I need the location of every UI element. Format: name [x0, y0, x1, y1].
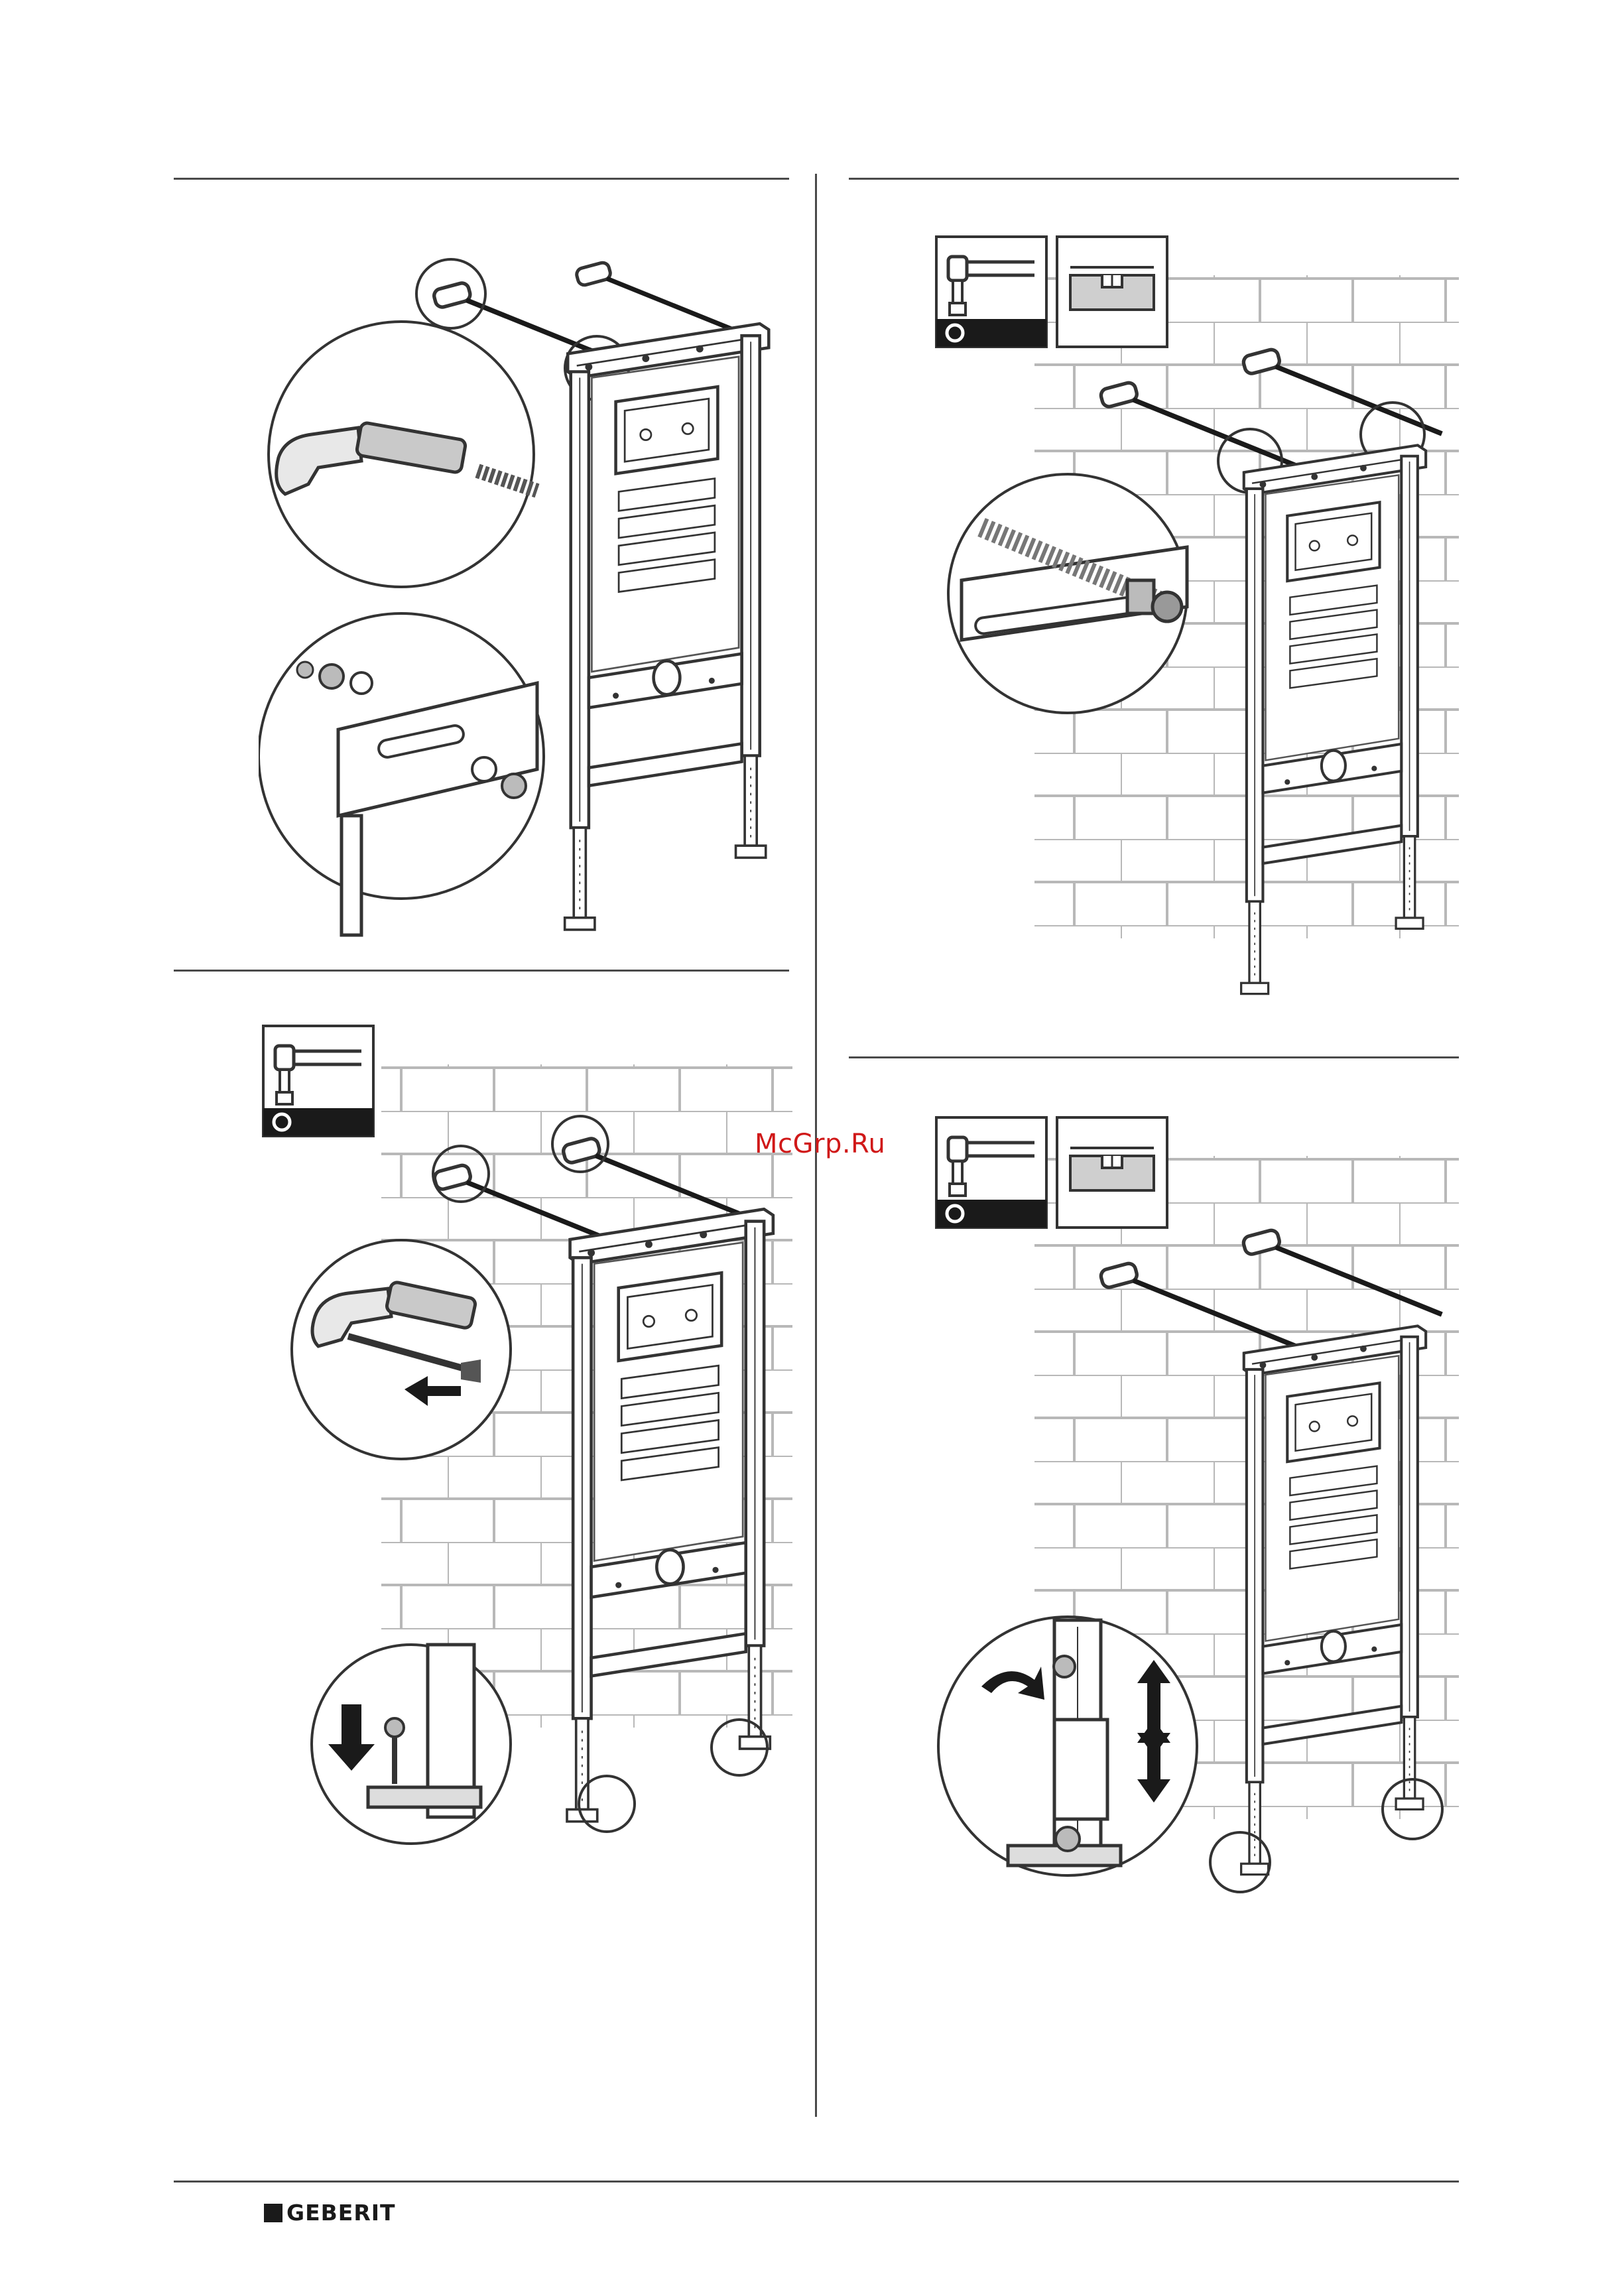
logo-square-icon [264, 2204, 282, 2222]
separator-top-left [174, 178, 789, 180]
separator-middle-right [849, 1056, 1459, 1058]
brand-logo: GEBERIT [264, 2200, 396, 2226]
wrench-tool-icon [936, 237, 1046, 347]
step-1-illustration [259, 245, 789, 948]
wrench-tool-icon [263, 1026, 373, 1136]
step-4-illustration [935, 1116, 1459, 1905]
watermark: McGrp.Ru [755, 1129, 885, 1159]
step-3-illustration [935, 235, 1459, 1025]
wrench-tool-icon [936, 1117, 1046, 1228]
separator-footer [174, 2181, 1459, 2183]
brand-name: GEBERIT [286, 2200, 396, 2226]
spirit-level-tool-icon [1057, 237, 1167, 347]
separator-middle-left [174, 970, 789, 972]
separator-top-right [849, 178, 1459, 180]
spirit-level-tool-icon [1057, 1117, 1167, 1228]
step-2-illustration [262, 1025, 806, 1860]
